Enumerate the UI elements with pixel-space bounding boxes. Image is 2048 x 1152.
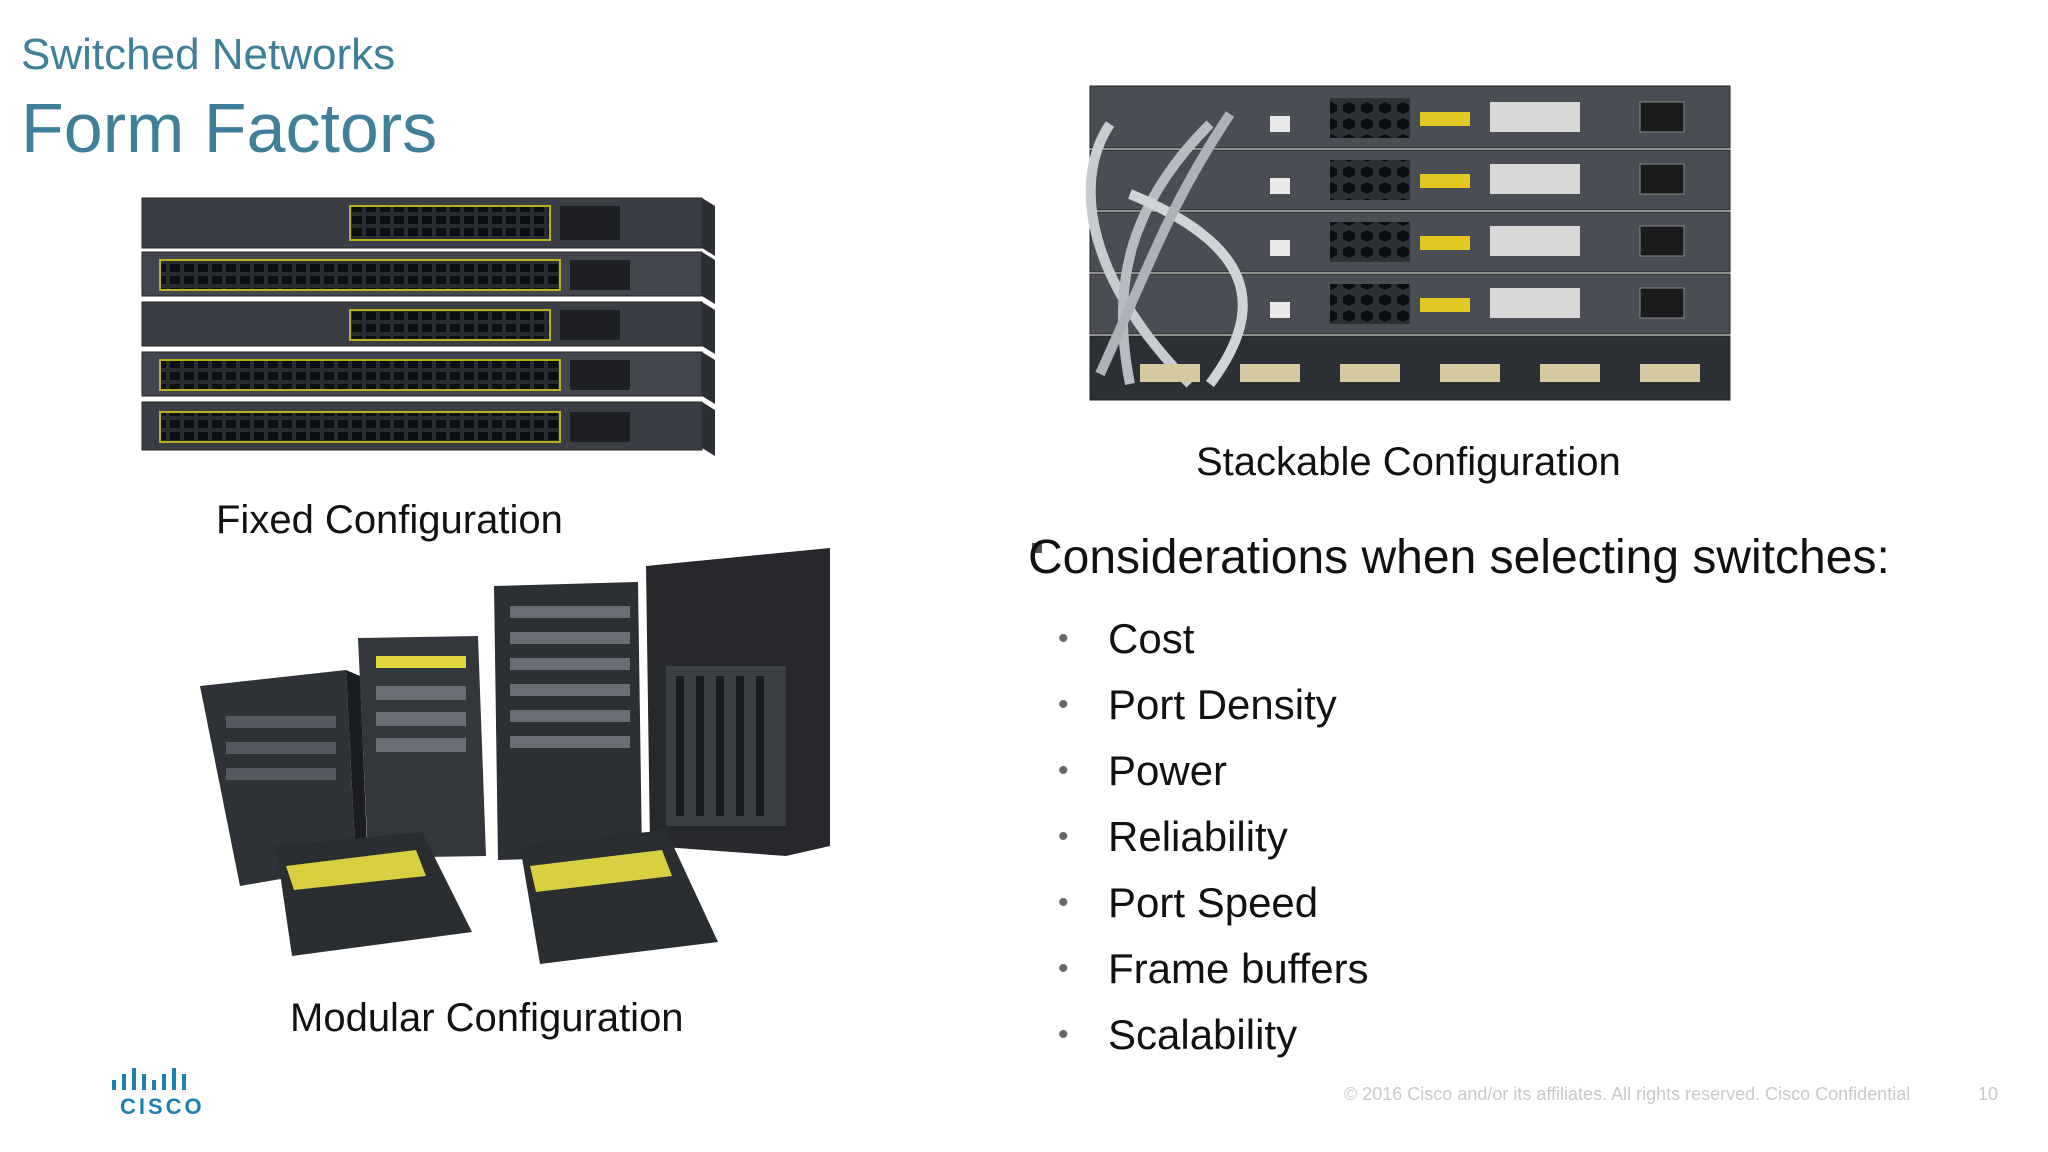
bullet-icon: • (1058, 688, 1069, 721)
bullet-icon: • (1058, 1018, 1069, 1051)
bullet-icon: • (1058, 754, 1069, 787)
list-item: • Port Density (1058, 672, 1369, 738)
slide-subtitle: Switched Networks (21, 30, 396, 79)
bullet-icon: • (1058, 952, 1069, 985)
list-item-label: Scalability (1108, 1011, 1298, 1058)
stackable-switch-image (1085, 85, 1731, 401)
considerations-heading: Considerations when selecting switches: (1028, 531, 1890, 584)
list-item-label: Frame buffers (1108, 945, 1369, 992)
fixed-switch-image (141, 197, 715, 456)
page-number: 10 (1978, 1084, 1999, 1104)
list-item-label: Reliability (1108, 813, 1288, 860)
slide-title: Form Factors (21, 89, 438, 167)
stackable-config-caption: Stackable Configuration (1196, 440, 1621, 484)
modular-config-caption: Modular Configuration (290, 996, 684, 1040)
square-bullet-icon (1032, 543, 1042, 553)
list-item: • Frame buffers (1058, 936, 1369, 1002)
list-item: • Cost (1058, 606, 1369, 672)
list-item-label: Power (1108, 747, 1228, 794)
modular-switch-image (200, 548, 830, 964)
bullet-icon: • (1058, 886, 1069, 919)
list-item-label: Port Density (1108, 681, 1337, 728)
list-item: • Power (1058, 738, 1369, 804)
list-item: • Port Speed (1058, 870, 1369, 936)
bullet-icon: • (1058, 622, 1069, 655)
list-item-label: Port Speed (1108, 879, 1319, 926)
footer-copyright: © 2016 Cisco and/or its affiliates. All … (1344, 1084, 1911, 1104)
list-item-label: Cost (1108, 615, 1195, 662)
considerations-list: •Cost •Port Density •Power •Reliability … (1058, 606, 1369, 1068)
bullet-icon: • (1058, 820, 1069, 853)
cisco-logo-text: CISCO (120, 1094, 205, 1119)
list-item: • Scalability (1058, 1002, 1369, 1068)
list-item: • Reliability (1058, 804, 1369, 870)
fixed-config-caption: Fixed Configuration (216, 498, 563, 542)
cisco-logo-icon (112, 1068, 186, 1090)
